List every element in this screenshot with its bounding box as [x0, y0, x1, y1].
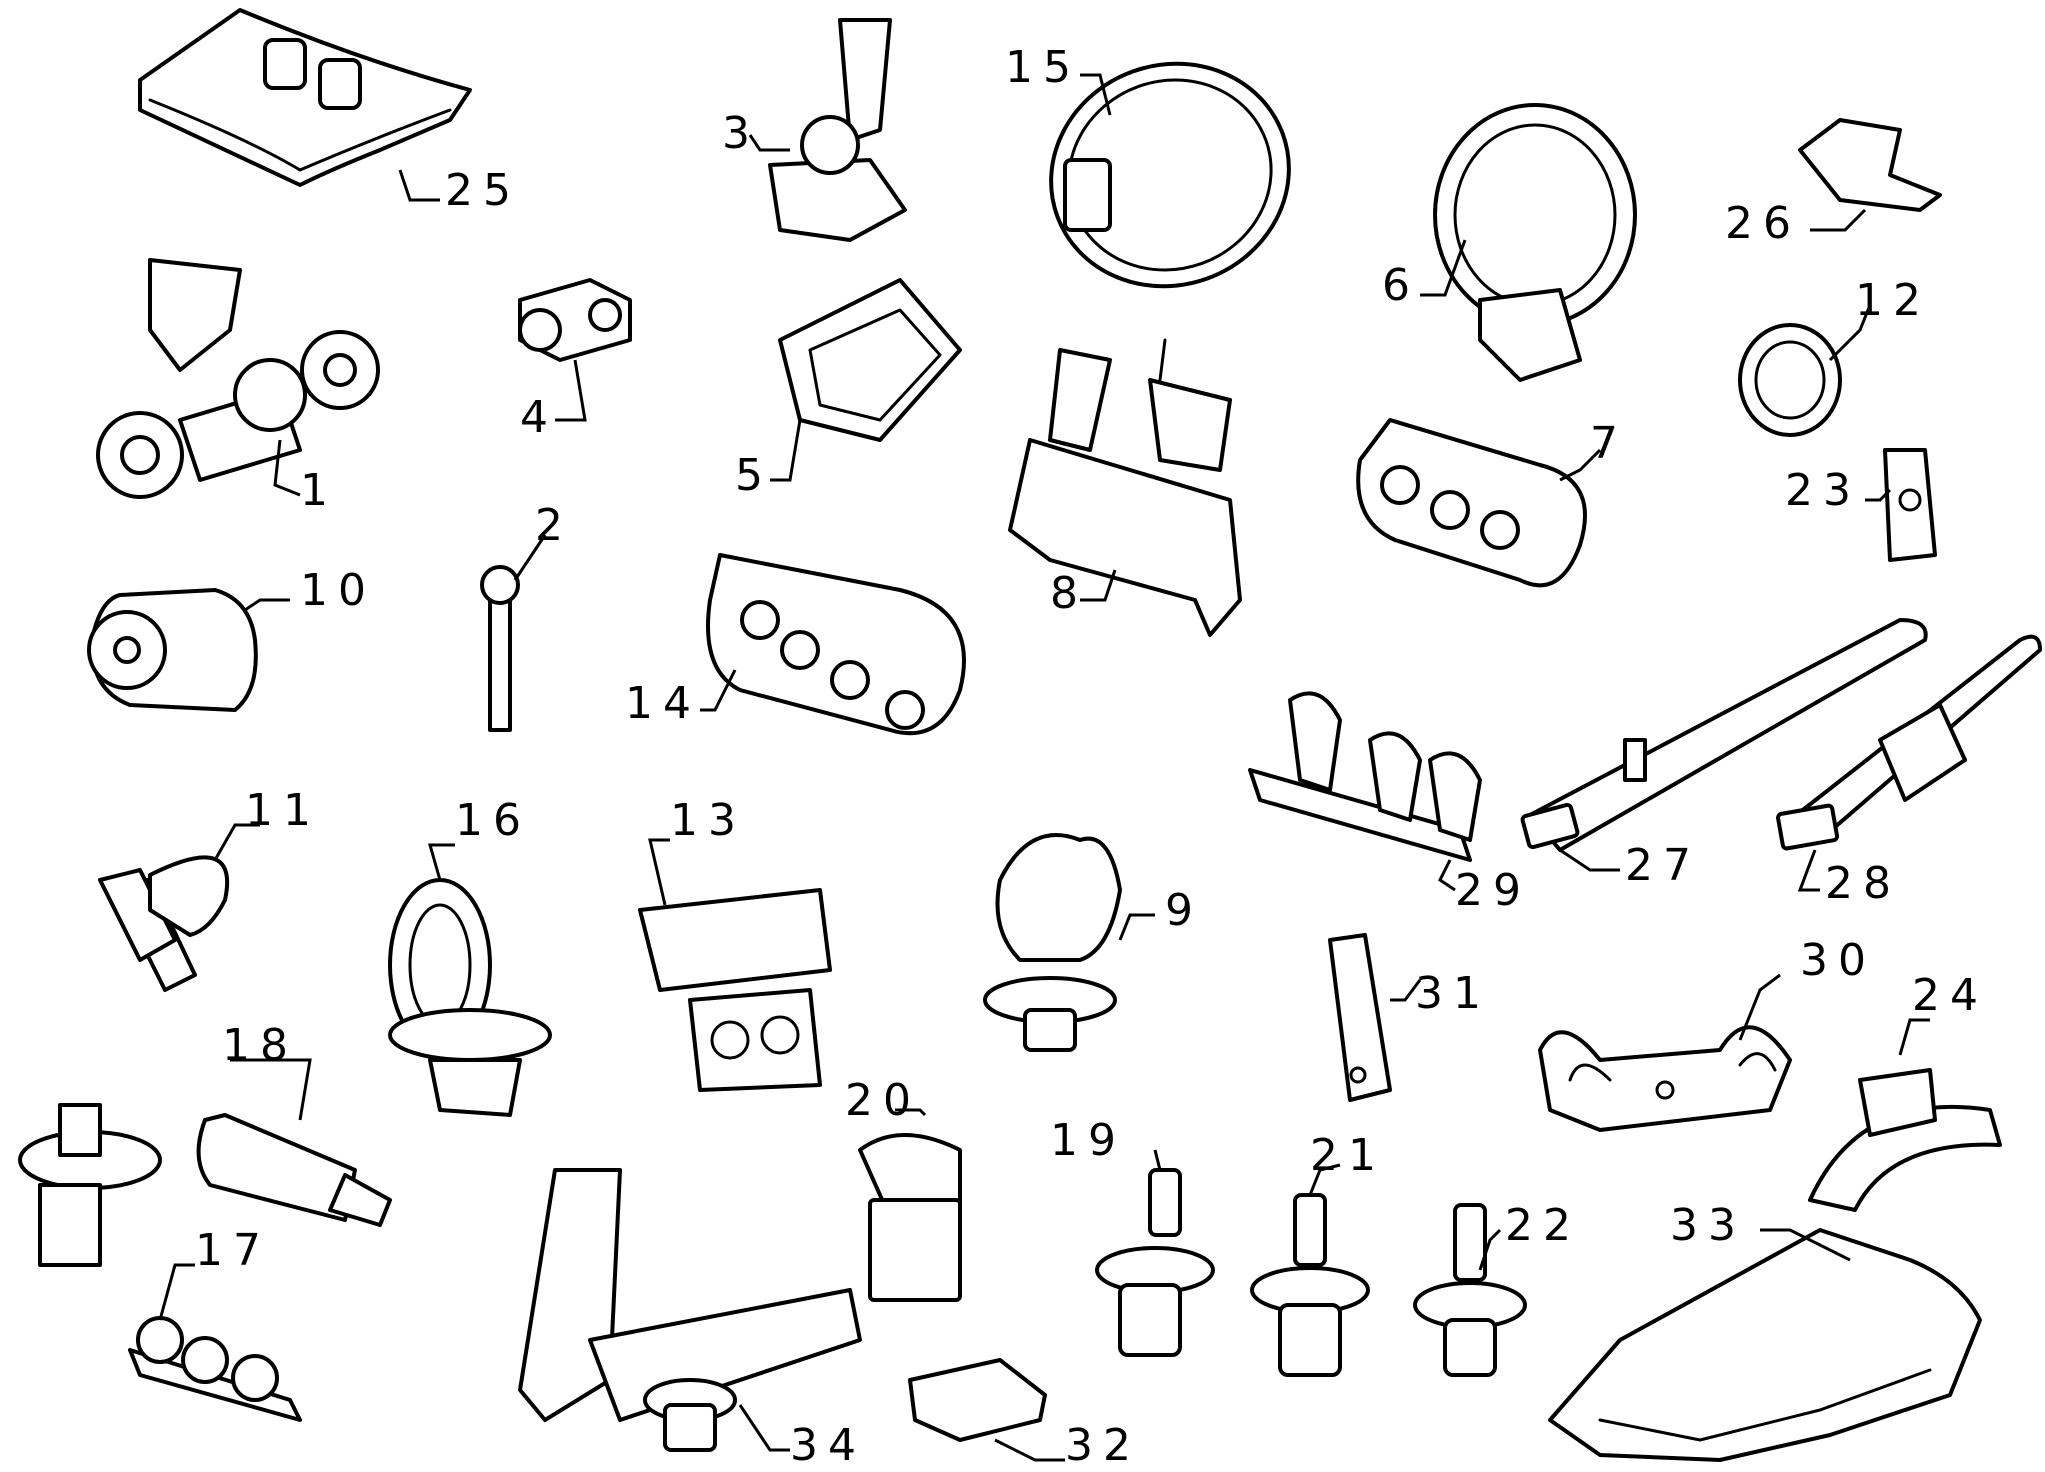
- part-26: [1798, 118, 1942, 232]
- label-26: 26: [1725, 198, 1801, 249]
- part-16: [388, 843, 552, 1117]
- part-34: [518, 1168, 862, 1452]
- part-5: [770, 278, 962, 482]
- label-8: 8: [1050, 568, 1088, 619]
- label-12: 12: [1855, 275, 1931, 326]
- label-7: 7: [1590, 418, 1628, 469]
- label-33: 33: [1670, 1200, 1746, 1251]
- label-31: 31: [1415, 968, 1491, 1019]
- label-13: 13: [670, 795, 746, 846]
- label-17: 17: [195, 1225, 271, 1276]
- part-12: [1738, 304, 1872, 437]
- label-25: 25: [445, 165, 521, 216]
- label-11: 11: [245, 785, 321, 836]
- part-28: [1776, 634, 2042, 892]
- part-4: [518, 278, 632, 422]
- part-3: [748, 18, 907, 242]
- label-15: 15: [1005, 42, 1081, 93]
- part-27: [1520, 618, 1928, 872]
- label-18: 18: [222, 1020, 298, 1071]
- label-16: 16: [455, 795, 531, 846]
- part-17: [128, 1263, 302, 1422]
- part-11: [18, 823, 260, 1267]
- part-14: [700, 553, 966, 736]
- label-9: 9: [1165, 885, 1203, 936]
- part-19: [1095, 1149, 1215, 1357]
- label-34: 34: [790, 1420, 866, 1471]
- label-28: 28: [1825, 858, 1901, 909]
- part-13: [638, 838, 832, 1092]
- part-21: [1250, 1163, 1370, 1377]
- label-20: 20: [845, 1075, 921, 1126]
- label-10: 10: [300, 565, 376, 616]
- label-3: 3: [722, 108, 760, 159]
- part-25: [138, 8, 472, 202]
- label-5: 5: [735, 450, 773, 501]
- label-2: 2: [535, 500, 573, 551]
- part-18: [196, 1058, 392, 1227]
- label-14: 14: [625, 678, 701, 729]
- label-27: 27: [1625, 840, 1701, 891]
- part-2: [480, 534, 547, 732]
- part-22: [1413, 1203, 1527, 1377]
- part-15: [1049, 61, 1291, 289]
- label-21: 21: [1310, 1130, 1386, 1181]
- part-33: [1548, 1228, 1982, 1462]
- part-20: [858, 1108, 962, 1302]
- part-29: [1248, 691, 1482, 892]
- part-9: [983, 833, 1155, 1052]
- part-10: [87, 588, 290, 712]
- part-7: [1356, 418, 1602, 588]
- part-8: [1008, 338, 1242, 637]
- part-1: [96, 258, 380, 499]
- label-19: 19: [1050, 1115, 1126, 1166]
- part-32: [908, 1358, 1065, 1462]
- part-23: [1865, 448, 1937, 562]
- label-32: 32: [1065, 1420, 1141, 1471]
- label-4: 4: [520, 392, 558, 443]
- label-1: 1: [300, 465, 338, 516]
- label-23: 23: [1785, 465, 1861, 516]
- label-24: 24: [1912, 970, 1988, 1021]
- part-24: [1808, 1018, 2002, 1212]
- label-30: 30: [1800, 935, 1876, 986]
- part-30: [1538, 973, 1792, 1132]
- label-22: 22: [1505, 1200, 1581, 1251]
- part-31: [1328, 933, 1422, 1102]
- label-6: 6: [1382, 260, 1420, 311]
- part-6: [1420, 103, 1637, 382]
- label-29: 29: [1455, 865, 1531, 916]
